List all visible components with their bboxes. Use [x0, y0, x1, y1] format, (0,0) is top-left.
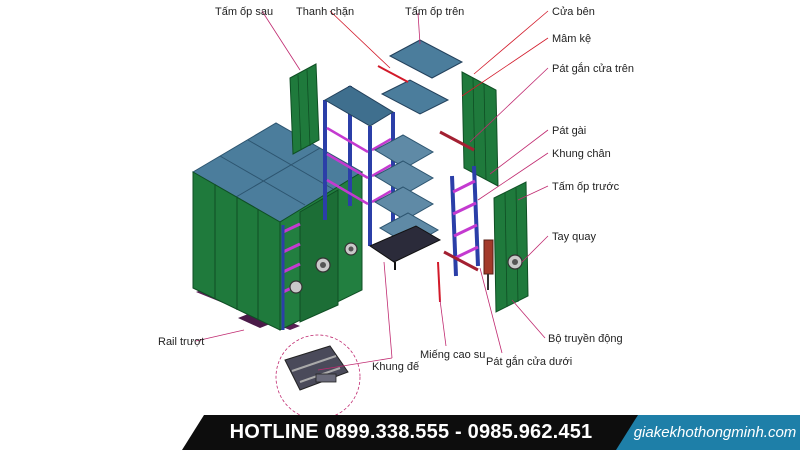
- top-panels-part: [377, 39, 464, 115]
- rubber-strip: [437, 261, 441, 303]
- footer: HOTLINE 0899.338.555 - 0985.962.451 giak…: [0, 415, 800, 450]
- front-panel-part: [493, 181, 529, 313]
- label-thanh-chan: Thanh chặn: [296, 6, 354, 18]
- leader-lines: [195, 10, 549, 371]
- website-bar: giakekhothongminh.com: [616, 415, 800, 450]
- assembled-cabinet: [192, 122, 363, 331]
- label-pat-gan-cua-tren: Pát gắn cửa trên: [552, 62, 634, 75]
- label-pat-gan-cua-duoi: Pát gắn cửa dưới: [486, 355, 572, 368]
- base-frame: [368, 225, 442, 263]
- rail-track-2: [238, 314, 270, 328]
- label-tay-quay: Tay quay: [552, 231, 597, 243]
- label-pat-gai: Pát gài: [552, 125, 586, 137]
- back-panel-part: [289, 63, 320, 155]
- drive-unit-part: [483, 239, 494, 290]
- stop-bar: [377, 65, 409, 83]
- labels: Tấm ốp sau Thanh chặn Tấm ốp trên Cửa bê…: [158, 6, 634, 373]
- shelf-frame-part: [323, 85, 442, 270]
- label-mieng-cao-su: Miếng cao su: [420, 349, 485, 361]
- foot-frame-part: [437, 165, 480, 303]
- label-khung-de: Khung đế: [372, 361, 419, 373]
- website-text: giakekhothongminh.com: [633, 424, 797, 441]
- label-bo-truyen-dong: Bộ truyền động: [548, 333, 623, 345]
- shelf-tray: [373, 134, 435, 169]
- hotline-text: HOTLINE 0899.338.555 - 0985.962.451: [229, 421, 593, 443]
- label-tam-op-truoc: Tấm ốp trước: [552, 181, 620, 193]
- hotline-bar: HOTLINE 0899.338.555 - 0985.962.451: [182, 415, 640, 450]
- label-mam-ke: Mâm kệ: [552, 33, 591, 45]
- side-door-part: [439, 71, 499, 187]
- label-khung-chan: Khung chân: [552, 148, 611, 160]
- label-tam-op-tren: Tấm ốp trên: [405, 6, 464, 18]
- zoom-detail-circle: [275, 334, 361, 420]
- label-tam-op-sau: Tấm ốp sau: [215, 6, 273, 18]
- label-rail-truot: Rail trượt: [158, 336, 204, 348]
- label-cua-ben: Cửa bên: [552, 6, 595, 18]
